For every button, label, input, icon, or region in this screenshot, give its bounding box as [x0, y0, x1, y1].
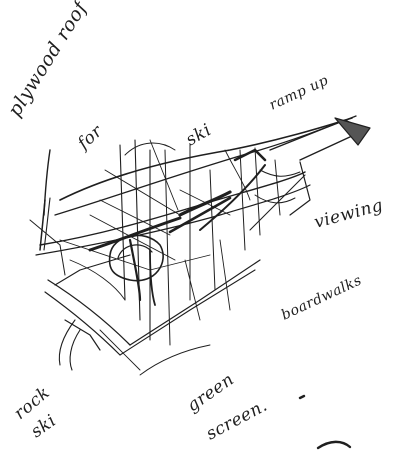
annotation-front-left: for	[72, 121, 107, 155]
annotation-ramp: ramp up	[267, 72, 331, 113]
annotation-top-left: plywood roof	[4, 0, 94, 121]
annotation-bottom-center-1: green	[183, 370, 238, 417]
annotation-lower-right: boardwalks	[279, 272, 364, 323]
annotation-front-right: ski	[183, 120, 215, 150]
annotation-right-side: viewing	[312, 195, 385, 233]
